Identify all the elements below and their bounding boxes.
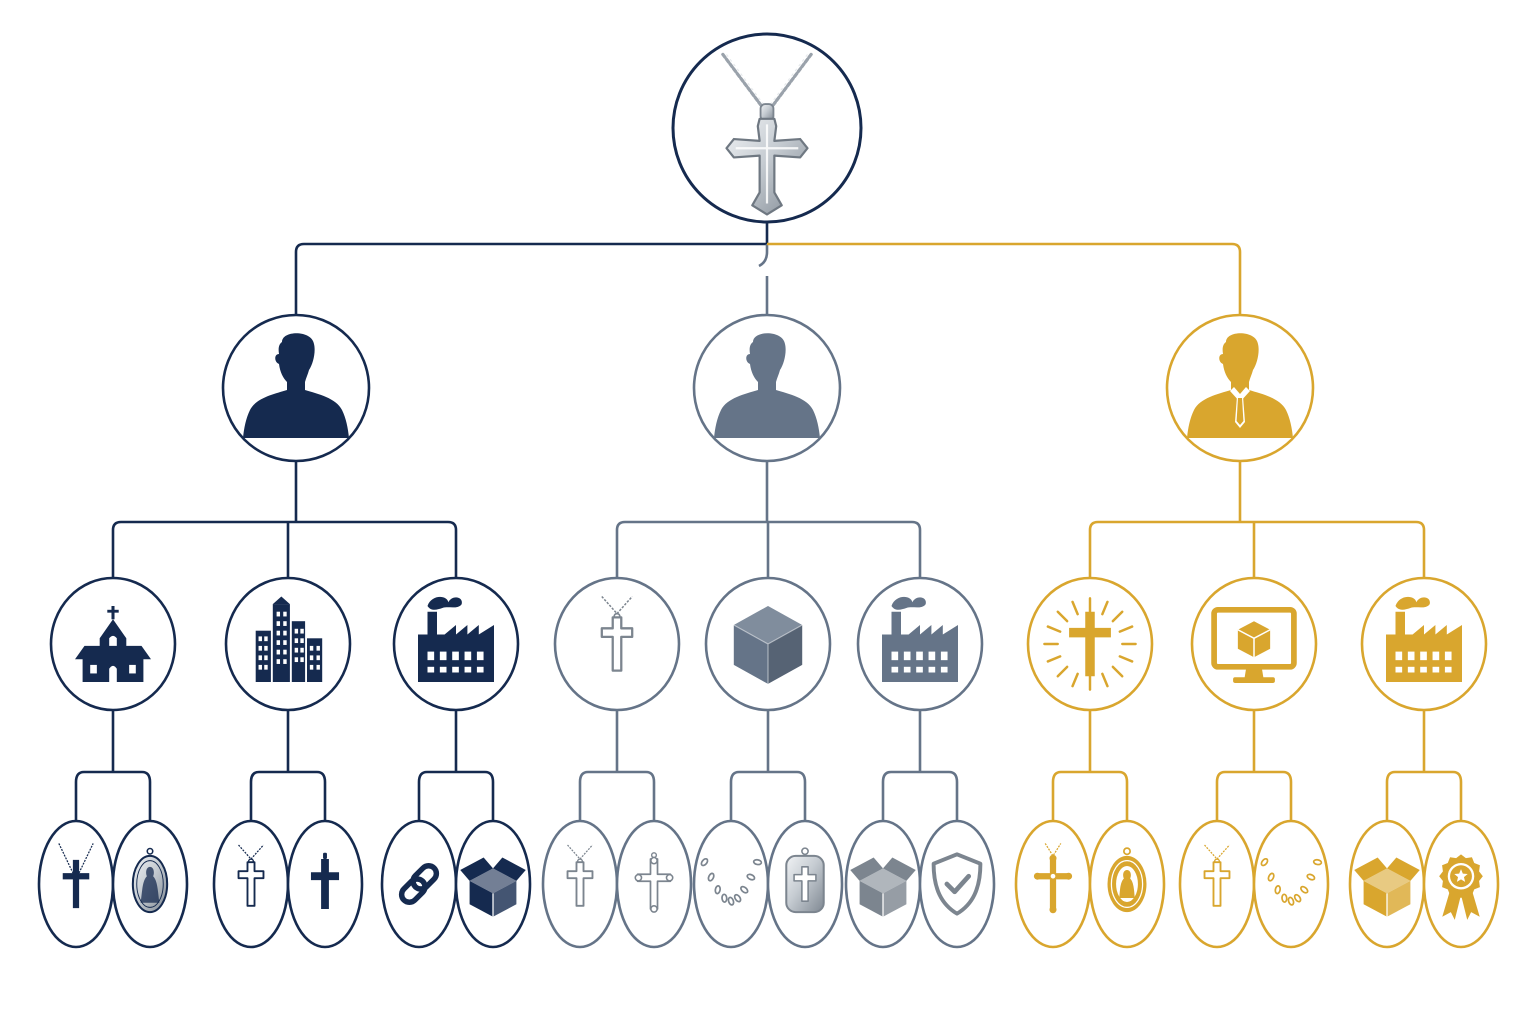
connector-line bbox=[578, 710, 656, 821]
person-node bbox=[1165, 313, 1315, 463]
leaf-node bbox=[766, 819, 844, 949]
leaf-node bbox=[615, 819, 693, 949]
cross-necklace-icon bbox=[58, 843, 94, 909]
leaf-node bbox=[844, 819, 922, 949]
category-node bbox=[1026, 576, 1154, 712]
cube-icon bbox=[733, 606, 803, 684]
leaf-node bbox=[1088, 819, 1166, 949]
package-box-icon bbox=[850, 857, 916, 917]
connector-lines bbox=[74, 222, 1463, 821]
leaf-node bbox=[1348, 819, 1426, 949]
package-box-icon bbox=[1354, 857, 1420, 917]
cross-pendant-necklace-icon bbox=[721, 52, 813, 216]
leaf-node bbox=[380, 819, 458, 949]
leaf-node bbox=[37, 819, 115, 949]
leaf-node bbox=[692, 819, 770, 949]
person-node bbox=[221, 313, 371, 463]
root-node bbox=[671, 32, 863, 224]
ornate-cross-icon bbox=[634, 852, 674, 913]
factory-icon bbox=[882, 596, 958, 682]
connector-line bbox=[758, 244, 769, 315]
category-node bbox=[49, 576, 177, 712]
leaf-node bbox=[918, 819, 996, 949]
node-ring bbox=[380, 819, 458, 949]
ornate-cross-pendant-icon bbox=[1033, 843, 1073, 914]
cross-pendant-icon bbox=[600, 595, 634, 672]
connector-line bbox=[767, 242, 1242, 315]
leaf-node bbox=[286, 819, 364, 949]
leaf-node bbox=[454, 819, 532, 949]
leaf-node bbox=[541, 819, 619, 949]
category-node bbox=[1360, 576, 1488, 712]
saint-medallion-icon bbox=[1107, 847, 1147, 913]
cross-pendant-icon bbox=[1203, 844, 1231, 907]
leaf-node bbox=[111, 819, 189, 949]
solid-cross-pendant-icon bbox=[310, 852, 340, 909]
connector-line bbox=[615, 461, 922, 578]
leaf-node bbox=[1014, 819, 1092, 949]
leaf-node bbox=[1178, 819, 1256, 949]
leaf-node bbox=[1422, 819, 1500, 949]
package-box-icon bbox=[460, 857, 526, 917]
connector-line bbox=[249, 710, 327, 821]
monitor-box-icon bbox=[1211, 606, 1297, 683]
node-ring bbox=[918, 819, 996, 949]
connector-line bbox=[1051, 710, 1129, 821]
connector-line bbox=[1088, 461, 1426, 578]
category-node bbox=[392, 576, 520, 712]
businessman-silhouette-icon bbox=[1187, 333, 1293, 438]
category-node bbox=[553, 576, 681, 712]
person-silhouette-icon bbox=[243, 333, 349, 438]
miraculous-medal-icon bbox=[131, 847, 169, 914]
connector-line bbox=[74, 710, 152, 821]
category-node bbox=[856, 576, 984, 712]
factory-icon bbox=[1386, 596, 1462, 682]
connector-line bbox=[881, 710, 959, 821]
cross-pendant-icon bbox=[566, 844, 594, 907]
cross-pendant-icon bbox=[237, 844, 265, 907]
connector-line bbox=[1385, 710, 1463, 821]
diagram-nodes bbox=[37, 32, 1500, 949]
person-silhouette-icon bbox=[714, 333, 820, 438]
chain-icon bbox=[700, 857, 763, 906]
factory-icon bbox=[418, 596, 494, 682]
city-buildings-icon bbox=[255, 596, 323, 682]
node-ring bbox=[692, 819, 770, 949]
connector-line bbox=[729, 710, 807, 821]
person-node bbox=[692, 313, 842, 463]
leaf-node bbox=[212, 819, 290, 949]
award-ribbon-icon bbox=[1439, 854, 1483, 920]
shield-check-icon bbox=[931, 852, 983, 916]
category-node bbox=[1190, 576, 1318, 712]
cross-dog-tag-icon bbox=[785, 847, 825, 914]
category-node bbox=[224, 576, 352, 712]
connector-line bbox=[417, 710, 495, 821]
church-icon bbox=[75, 606, 151, 682]
connector-line bbox=[111, 461, 458, 578]
chain-link-icon bbox=[398, 862, 440, 906]
chain-icon bbox=[1260, 857, 1323, 906]
connector-line bbox=[294, 222, 769, 315]
leaf-node bbox=[1252, 819, 1330, 949]
node-ring bbox=[1252, 819, 1330, 949]
category-node bbox=[704, 576, 832, 712]
connector-line bbox=[1215, 710, 1293, 821]
